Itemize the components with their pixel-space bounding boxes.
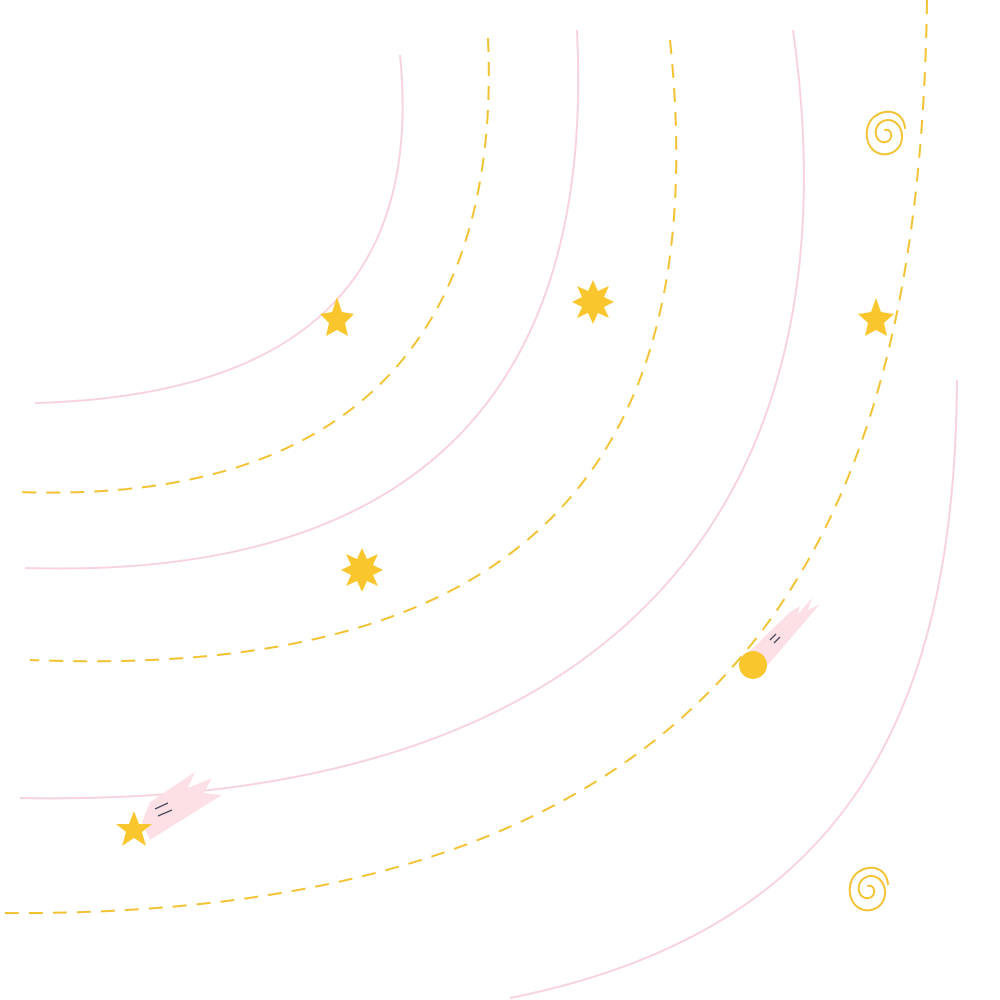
star-icon xyxy=(320,297,354,336)
solid-orbit-4 xyxy=(509,379,958,999)
solid-orbit-lines xyxy=(19,29,958,999)
burst-star-icon xyxy=(341,548,383,592)
solid-orbit-1 xyxy=(34,54,404,404)
dashed-orbit-2 xyxy=(29,39,678,663)
dashed-orbit-1 xyxy=(19,37,490,494)
spirals xyxy=(848,110,906,912)
spiral-icon xyxy=(848,866,889,912)
comet-streak xyxy=(773,636,781,644)
solid-orbit-2 xyxy=(24,29,580,570)
comet-with-round-head xyxy=(739,598,820,679)
solid-orbit-3 xyxy=(19,29,805,800)
dashed-orbit-lines xyxy=(0,0,928,915)
stars xyxy=(320,280,894,592)
comet-with-star-head xyxy=(116,772,222,846)
comet-streak xyxy=(769,633,777,641)
comet-streak xyxy=(154,802,169,810)
star-icon xyxy=(116,811,152,846)
comet-tail xyxy=(745,598,820,672)
star-icon xyxy=(858,298,894,336)
dashed-orbit-3 xyxy=(0,0,928,915)
spiral-icon xyxy=(865,110,906,156)
comet-streak xyxy=(157,809,173,817)
round-comet-head-icon xyxy=(739,651,767,679)
comet-tail xyxy=(142,772,222,840)
burst-star-icon xyxy=(572,280,614,324)
comets xyxy=(116,598,820,846)
